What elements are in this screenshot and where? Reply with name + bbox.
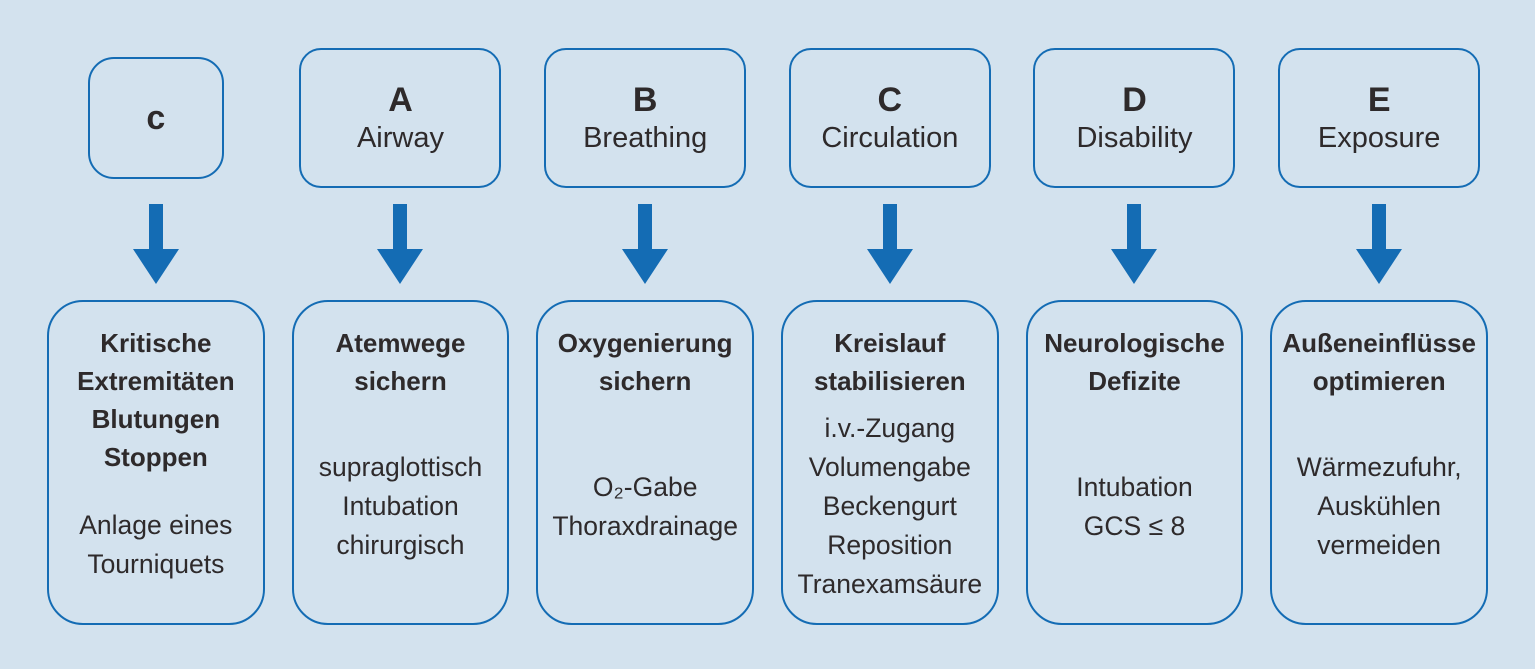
column-c: c Kritische Extremitäten Blutungen Stopp…: [47, 48, 265, 669]
action-title: Kritische Extremitäten Blutungen Stoppen: [77, 328, 235, 472]
phase-box-d: D Disability: [1033, 48, 1236, 188]
phase-box-b: B Breathing: [544, 48, 747, 188]
action-title: Neurologische Defizite: [1044, 328, 1225, 396]
phase-letter: E: [1367, 80, 1391, 119]
down-arrow-icon: [132, 204, 179, 284]
phase-name: Circulation: [821, 121, 959, 154]
column-a: A Airway Atemwege sichern supraglottisch…: [291, 48, 510, 669]
scheme-columns: c Kritische Extremitäten Blutungen Stopp…: [47, 48, 1488, 669]
phase-box-a: A Airway: [299, 48, 502, 188]
action-title: Außeneinflüsse optimieren: [1282, 328, 1476, 396]
phase-box-c: c: [87, 57, 224, 179]
phase-box-circulation: C Circulation: [788, 48, 991, 188]
phase-letter: D: [1122, 80, 1147, 119]
action-details: Anlage eines Tourniquets: [79, 509, 233, 579]
down-arrow-icon: [1111, 204, 1158, 284]
down-arrow-icon: [866, 204, 913, 284]
action-title: Atemwege sichern: [335, 328, 466, 396]
action-box-d: Neurologische Defizite Intubation GCS ≤ …: [1025, 300, 1244, 625]
phase-name: Exposure: [1317, 121, 1441, 154]
action-box-circulation: Kreislauf stabilisieren i.v.-Zugang Volu…: [781, 300, 999, 625]
action-title: Kreislauf stabilisieren: [813, 328, 966, 396]
down-arrow-icon: [377, 204, 424, 284]
column-circulation: C Circulation Kreislauf stabilisieren i.…: [781, 48, 999, 669]
phase-letter: B: [632, 80, 658, 119]
down-arrow-icon: [622, 204, 669, 284]
phase-name: Breathing: [583, 121, 708, 154]
action-box-c: Kritische Extremitäten Blutungen Stoppen…: [47, 300, 265, 625]
phase-letter: C: [877, 80, 903, 119]
action-box-e: Außeneinflüsse optimieren Wärmezufuhr, A…: [1270, 300, 1488, 625]
down-arrow-icon: [1356, 204, 1403, 284]
column-d: D Disability Neurologische Defizite Intu…: [1025, 48, 1244, 669]
phase-letter: A: [388, 80, 413, 119]
phase-box-e: E Exposure: [1278, 48, 1481, 188]
column-e: E Exposure Außeneinflüsse optimieren Wär…: [1270, 48, 1488, 669]
action-title: Oxygenierung sichern: [557, 328, 733, 396]
action-box-b: Oxygenierung sichern O₂-Gabe Thoraxdrain…: [536, 300, 754, 625]
action-details: Wärmezufuhr, Auskühlen vermeiden: [1296, 452, 1462, 560]
column-b: B Breathing Oxygenierung sichern O₂-Gabe…: [536, 48, 754, 669]
action-details: supraglottisch Intubation chirurgisch: [318, 452, 483, 560]
phase-name: Disability: [1076, 121, 1193, 154]
action-details: i.v.-Zugang Volumengabe Beckengurt Repos…: [797, 413, 983, 599]
phase-letter: c: [146, 99, 166, 137]
action-details: O₂-Gabe Thoraxdrainage: [552, 471, 738, 541]
phase-name: Airway: [356, 121, 444, 154]
action-details: Intubation GCS ≤ 8: [1076, 471, 1193, 541]
action-box-a: Atemwege sichern supraglottisch Intubati…: [291, 300, 510, 625]
